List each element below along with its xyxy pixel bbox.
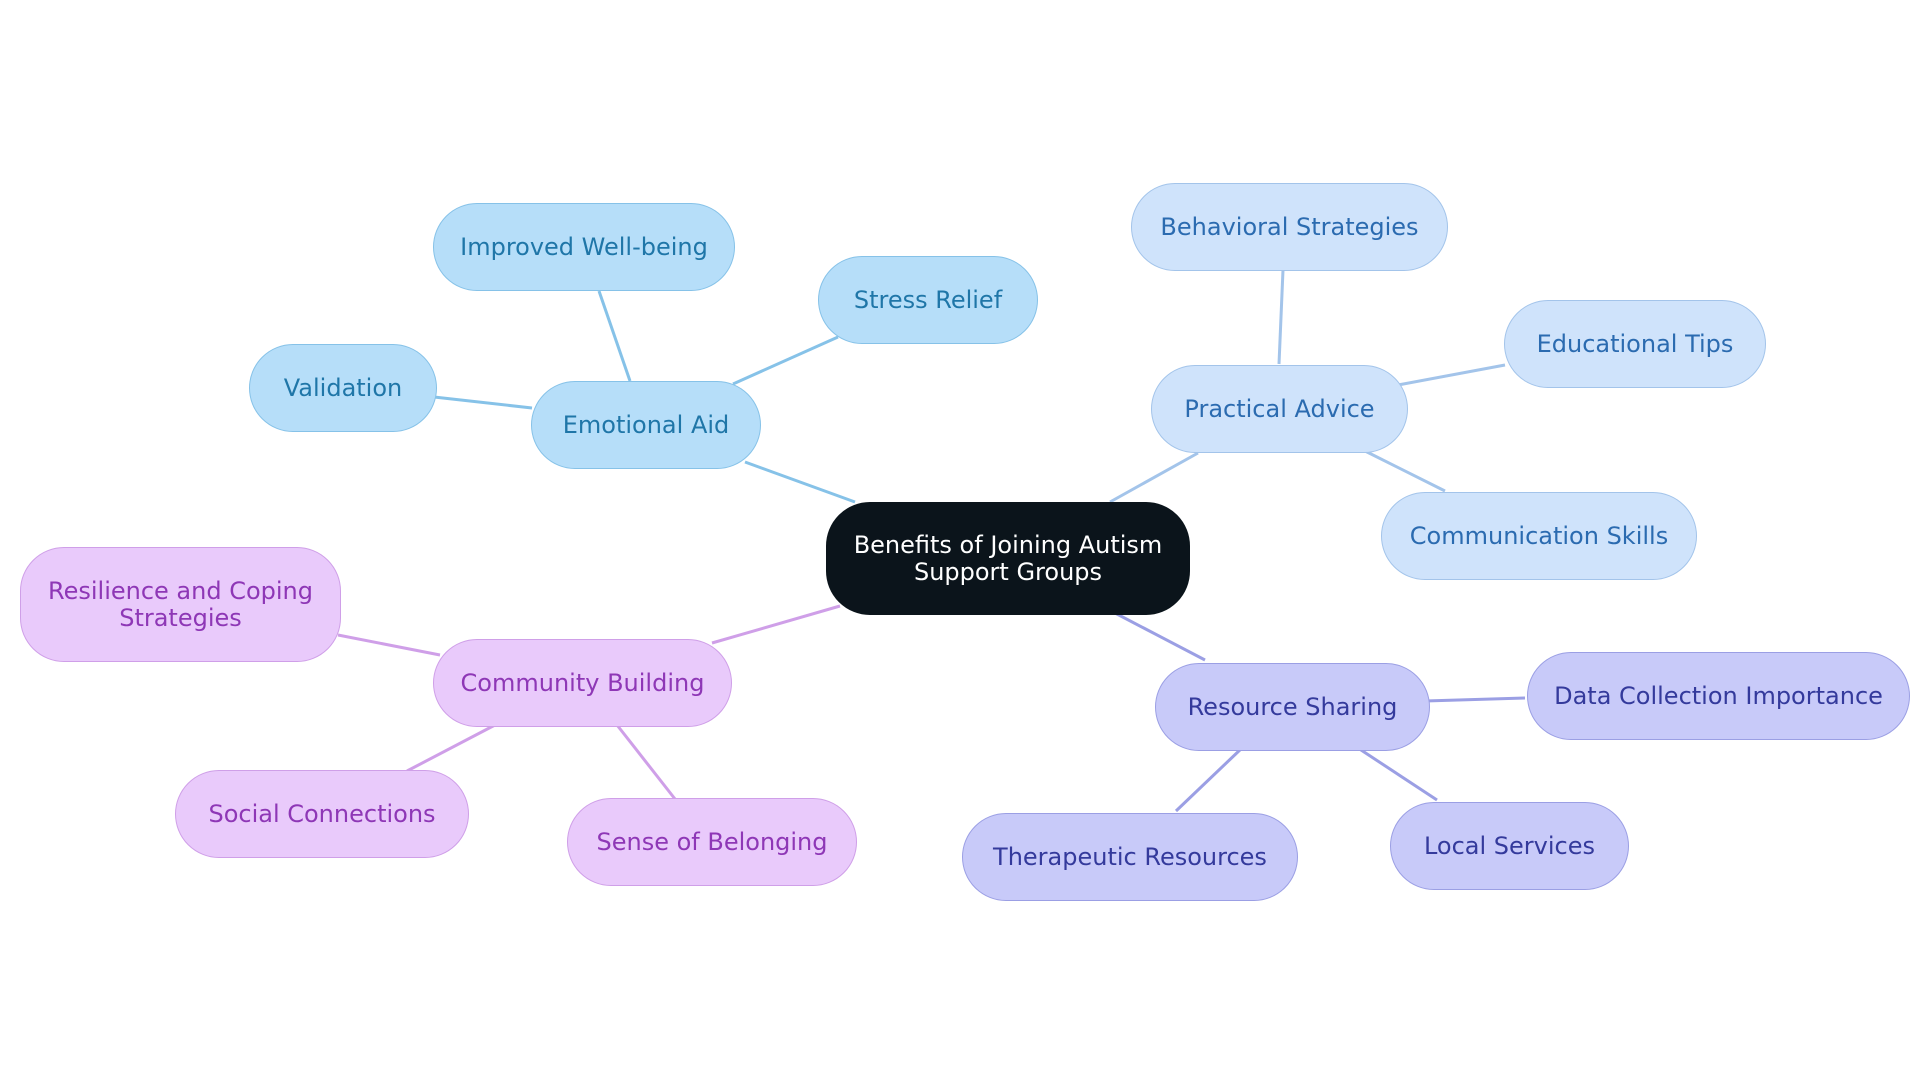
edge-practical-educational [1397, 363, 1506, 387]
edge-emotional-stress [732, 335, 839, 386]
edge-root-community [711, 604, 841, 645]
edge-community-belonging [615, 724, 677, 800]
edge-root-emotional [744, 460, 856, 504]
edge-emotional-validation [433, 395, 533, 410]
node-emotional-aid-label: Emotional Aid [562, 410, 730, 439]
node-community-building-label: Community Building [460, 668, 705, 697]
node-practical-advice: Practical Advice [1151, 365, 1408, 453]
edge-resource-local [1357, 746, 1438, 802]
root-node: Benefits of Joining Autism Support Group… [826, 502, 1190, 615]
node-behavioral-strategies-label: Behavioral Strategies [1160, 212, 1419, 241]
root-label-line1: Benefits of Joining Autism [853, 530, 1163, 559]
node-local-services-label: Local Services [1423, 831, 1596, 860]
edge-root-practical [1109, 451, 1199, 504]
node-practical-advice-label: Practical Advice [1184, 394, 1375, 423]
node-resilience-label-line2: Strategies [119, 603, 242, 632]
edge-community-social [406, 723, 496, 773]
edge-resource-therapeutic [1174, 746, 1244, 813]
node-stress-relief-label: Stress Relief [853, 285, 1003, 314]
edge-practical-behavioral [1277, 269, 1285, 365]
node-emotional-aid: Emotional Aid [531, 381, 761, 469]
node-therapeutic-resources-label: Therapeutic Resources [993, 842, 1267, 871]
node-resource-sharing-label: Resource Sharing [1187, 692, 1398, 721]
node-improved-well-being-label: Improved Well-being [460, 232, 708, 261]
node-resilience-and-coping-strategies: Resilience and Coping Strategies [20, 547, 341, 662]
edge-resource-data [1424, 696, 1526, 703]
node-educational-tips-label: Educational Tips [1536, 329, 1734, 358]
edge-community-resilience [337, 633, 441, 657]
edge-emotional-wellbeing [597, 290, 632, 382]
node-validation: Validation [249, 344, 437, 432]
node-stress-relief: Stress Relief [818, 256, 1038, 344]
node-sense-of-belonging-label: Sense of Belonging [596, 827, 828, 856]
node-sense-of-belonging: Sense of Belonging [567, 798, 857, 886]
node-therapeutic-resources: Therapeutic Resources [962, 813, 1298, 901]
root-label-line2: Support Groups [913, 557, 1103, 586]
node-communication-skills-label: Communication Skills [1409, 521, 1669, 550]
node-social-connections: Social Connections [175, 770, 469, 858]
node-resilience-label-line1: Resilience and Coping [47, 576, 313, 605]
node-validation-label: Validation [283, 373, 403, 402]
node-educational-tips: Educational Tips [1504, 300, 1766, 388]
node-data-collection-importance: Data Collection Importance [1527, 652, 1910, 740]
node-communication-skills: Communication Skills [1381, 492, 1697, 580]
node-social-connections-label: Social Connections [208, 799, 436, 828]
node-community-building: Community Building [433, 639, 732, 727]
node-improved-well-being: Improved Well-being [433, 203, 735, 291]
edge-root-resource [1114, 611, 1206, 662]
edge-practical-communication [1364, 449, 1446, 493]
node-local-services: Local Services [1390, 802, 1629, 890]
node-behavioral-strategies: Behavioral Strategies [1131, 183, 1448, 271]
node-data-collection-importance-label: Data Collection Importance [1554, 681, 1883, 710]
node-resource-sharing: Resource Sharing [1155, 663, 1430, 751]
